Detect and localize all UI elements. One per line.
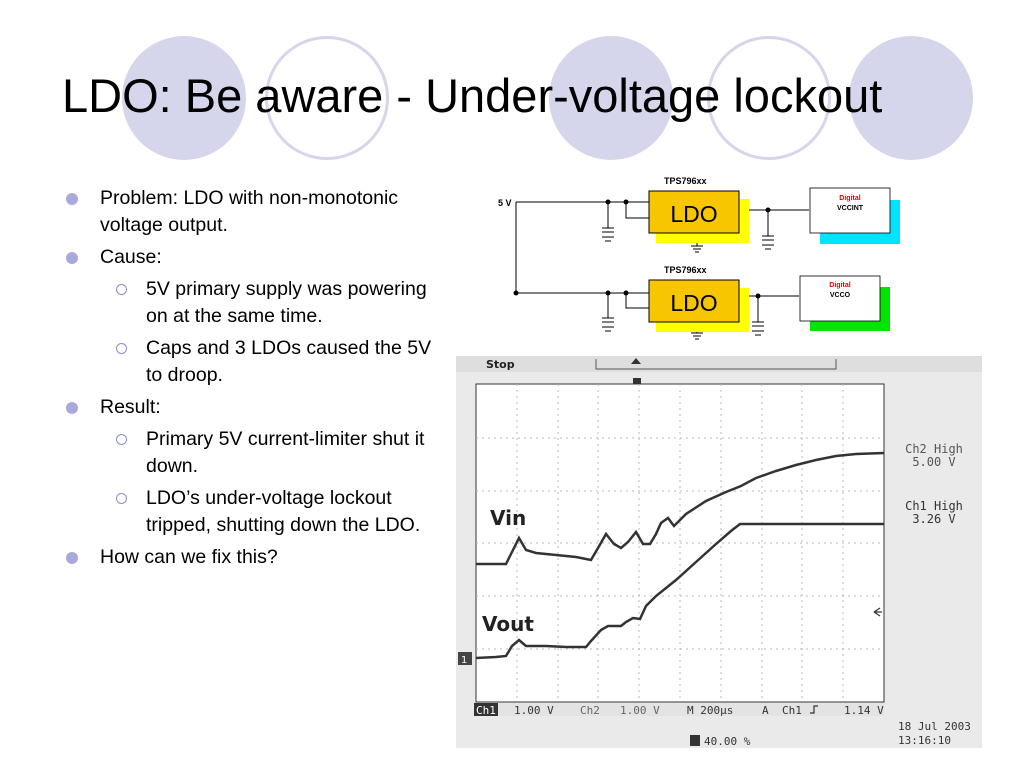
sub-bullet-text: LDO’s under-voltage lockout tripped, shu… [146, 487, 421, 536]
oscilloscope-capture: Stop Vin Vout 1 Ch2 High 5.00 V Ch1 High… [456, 356, 982, 748]
trigger-level-arrow-icon [873, 607, 882, 617]
part-label-top: TPS796xx [664, 176, 707, 186]
ch2-readout-label: Ch2 High [905, 442, 963, 456]
sub-bullet-cause-1: 5V primary supply was powering on at the… [62, 276, 442, 330]
trigger-level: 1.14 V [844, 704, 884, 717]
cap-ground-symbol [602, 317, 614, 332]
capture-date: 18 Jul 2003 [898, 720, 971, 733]
bullet-result: Result: [62, 394, 442, 421]
scope-top-bar [456, 356, 982, 372]
bullet-dot-icon [66, 193, 78, 205]
part-label-bottom: TPS796xx [664, 265, 707, 275]
junction-dot [755, 293, 761, 299]
load-tag-vcco: Digital [829, 282, 850, 289]
decor-circle-2 [265, 36, 389, 160]
cap-ground-symbol [762, 235, 774, 250]
vout-trace [475, 522, 884, 660]
ch1-badge [474, 703, 498, 716]
rising-edge-icon [810, 705, 818, 714]
decor-circle-1 [122, 36, 246, 160]
sub-bullet-ring-icon [116, 343, 127, 354]
ldo-label-top: LDO [670, 201, 717, 227]
graticule [476, 384, 884, 702]
scope-mode: Stop [486, 358, 515, 371]
bullet-text: Cause: [100, 246, 162, 268]
junction-dot [765, 207, 771, 213]
ch1-scale: 1.00 V [514, 704, 554, 717]
bullet-text: Result: [100, 396, 161, 418]
decor-circle-5 [849, 36, 973, 160]
ch1-readout-label: Ch1 High [905, 499, 963, 513]
bullet-cause: Cause: [62, 244, 442, 271]
bullet-problem: Problem: LDO with non-monotonic voltage … [62, 185, 442, 239]
trigger-pos-icon [690, 735, 700, 746]
ldo-block-bottom [648, 279, 740, 323]
junction-dot [623, 199, 629, 205]
vin-label: Vin [490, 506, 526, 530]
trigger-position-icon [631, 358, 641, 364]
junction-dot [623, 290, 629, 296]
bullet-question: How can we fix this? [62, 544, 442, 571]
record-bracket [595, 359, 837, 370]
sub-bullet-cause-2: Caps and 3 LDOs caused the 5V to droop. [62, 335, 442, 389]
slide-title: LDO: Be aware - Under-voltage lockout [62, 69, 883, 122]
input-cap-wires [607, 202, 650, 318]
decor-circle-3 [549, 36, 673, 160]
sub-bullet-ring-icon [116, 284, 127, 295]
bullet-list: Problem: LDO with non-monotonic voltage … [62, 185, 442, 576]
capture-time: 13:16:10 [898, 734, 951, 747]
decor-circle-4 [707, 36, 831, 160]
input-rail-wire [515, 201, 650, 294]
sub-bullet-result-1: Primary 5V current-limiter shut it down. [62, 426, 442, 480]
trigger-position: 40.00 % [704, 735, 751, 748]
output-wires [736, 209, 809, 322]
sub-bullet-text: Caps and 3 LDOs caused the 5V to droop. [146, 337, 432, 386]
sub-bullet-result-2: LDO’s under-voltage lockout tripped, shu… [62, 485, 442, 539]
ch2-readout-value: 5.00 V [912, 455, 955, 469]
junction-dot [513, 290, 519, 296]
cap-ground-symbol [602, 227, 614, 242]
load-box-vccint [809, 187, 891, 234]
bullet-dot-icon [66, 252, 78, 264]
ch1-ground-marker [458, 652, 472, 665]
bullet-text: Problem: LDO with non-monotonic voltage … [100, 187, 399, 236]
load-name-vcco: VCCO [830, 292, 851, 299]
vout-label: Vout [482, 612, 534, 636]
ch2-badge-label: Ch2 [580, 704, 600, 717]
sub-bullet-ring-icon [116, 434, 127, 445]
ldo-block-top [648, 190, 740, 234]
junction-dot [605, 199, 611, 205]
cap-ground-symbol [752, 321, 764, 336]
load-box-vcco [799, 275, 881, 322]
sub-bullet-text: 5V primary supply was powering on at the… [146, 278, 427, 327]
input-voltage-label: 5 V [498, 198, 512, 208]
sub-bullet-text: Primary 5V current-limiter shut it down. [146, 428, 425, 477]
ldo-label-bottom: LDO [670, 290, 717, 316]
bullet-dot-icon [66, 402, 78, 414]
vin-trace [476, 451, 885, 566]
timebase: M 200µs [687, 704, 733, 717]
ch1-badge-label: Ch1 [476, 704, 496, 717]
ch1-readout-value: 3.26 V [912, 512, 955, 526]
load-name-vccint: VCCINT [837, 205, 864, 212]
junction-dot [605, 290, 611, 296]
ldo-schematic: 5 V TPS796xx LDO TPS796xx LDO Digital VC… [498, 176, 900, 340]
ch2-scale: 1.00 V [620, 704, 660, 717]
bullet-text: How can we fix this? [100, 546, 278, 568]
trigger-mode: A [762, 704, 769, 717]
trigger-source: Ch1 [782, 704, 802, 717]
ch1-marker-label: 1 [461, 655, 467, 666]
sub-bullet-ring-icon [116, 493, 127, 504]
load-tag-vccint: Digital [839, 195, 860, 202]
bullet-dot-icon [66, 552, 78, 564]
scope-status-bar [476, 703, 884, 716]
